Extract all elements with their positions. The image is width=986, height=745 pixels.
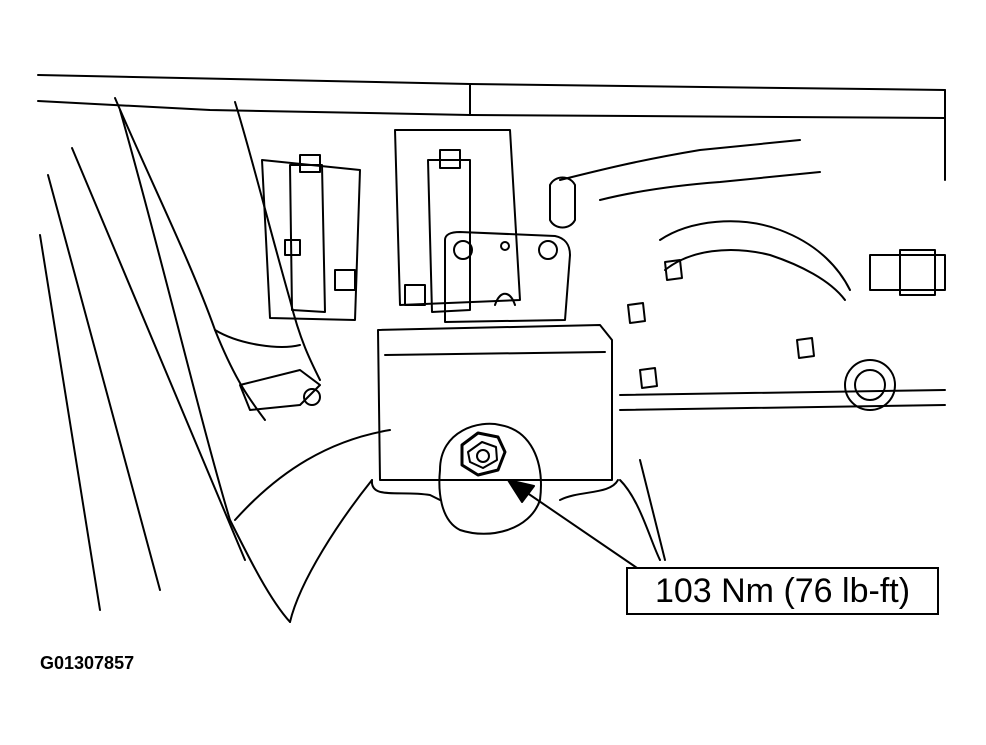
chassis-rail <box>37 74 946 181</box>
callout-leader <box>507 479 641 571</box>
torque-label: 103 Nm (76 lb-ft) <box>654 571 911 610</box>
exhaust-manifold <box>549 139 946 411</box>
ignition-block <box>261 129 521 321</box>
left-hatching <box>39 147 246 611</box>
figure-id: G01307857 <box>40 653 135 673</box>
engine-body-lower <box>289 459 666 623</box>
engine-body-left <box>119 109 391 623</box>
engine-mount <box>370 324 619 535</box>
coolant-hose <box>114 97 321 421</box>
torque-callout: 103 Nm (76 lb-ft) <box>626 567 939 615</box>
mount-bolt <box>460 431 507 477</box>
upper-bracket <box>444 231 571 323</box>
manifold-studs <box>303 259 815 406</box>
